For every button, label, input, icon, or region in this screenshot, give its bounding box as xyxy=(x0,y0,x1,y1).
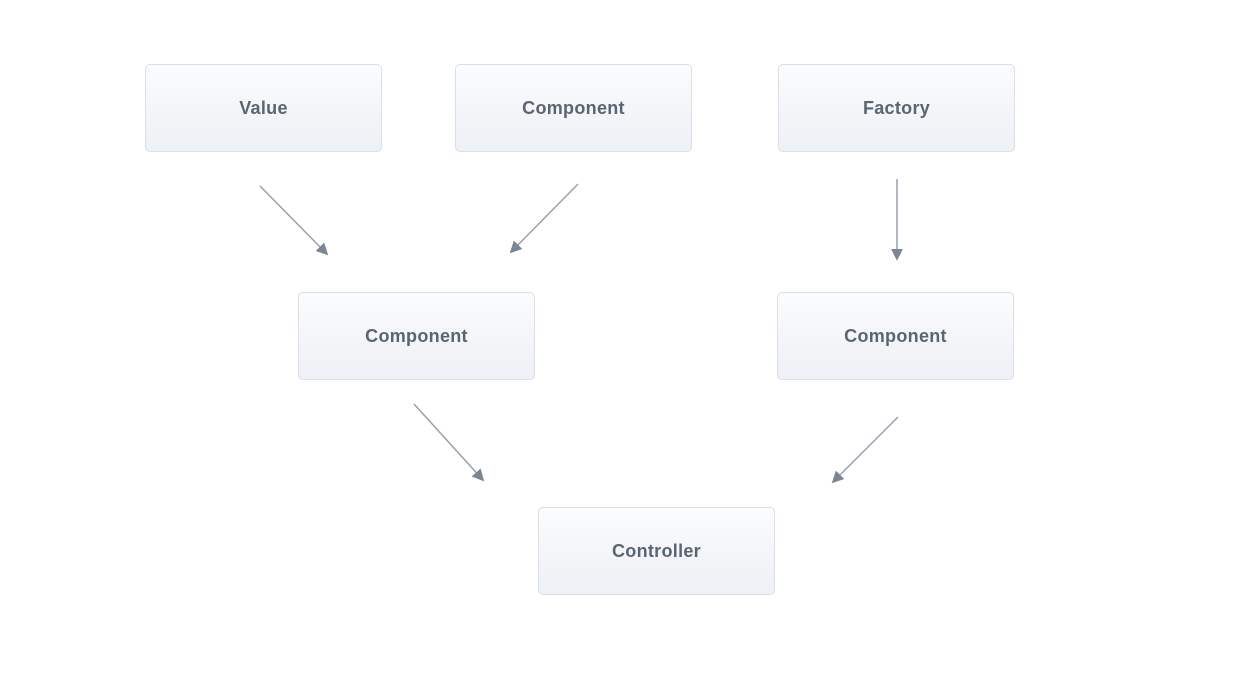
edge-value-to-component-left xyxy=(259,185,329,256)
node-factory: Factory xyxy=(778,64,1015,152)
node-controller-label: Controller xyxy=(611,540,701,561)
node-component-top-label: Component xyxy=(522,97,625,118)
edge-component-left-to-controller xyxy=(413,403,485,482)
node-controller: Controller xyxy=(538,507,775,595)
node-value-label: Value xyxy=(239,97,288,118)
node-factory-label: Factory xyxy=(862,97,931,118)
node-value: Value xyxy=(145,64,382,152)
edge-component-top-to-component-left xyxy=(509,183,579,254)
node-component-left: Component xyxy=(298,292,535,380)
node-component-right-label: Component xyxy=(844,325,947,346)
node-component-top: Component xyxy=(455,64,692,152)
node-component-left-label: Component xyxy=(365,325,468,346)
node-component-right: Component xyxy=(777,292,1014,380)
edge-component-right-to-controller xyxy=(831,416,899,484)
